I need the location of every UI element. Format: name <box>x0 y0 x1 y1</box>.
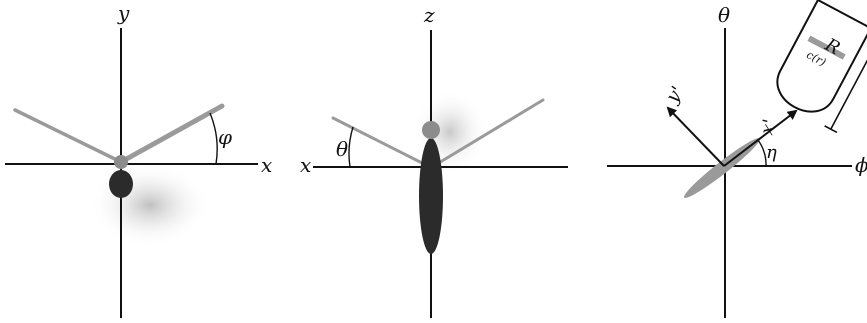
phi-axis-label: ϕ <box>855 153 867 177</box>
insect-head <box>422 121 440 139</box>
y-prime-axis <box>666 106 725 167</box>
y-prime-label: y' <box>662 82 688 107</box>
left-wing <box>13 108 123 164</box>
insect-body <box>419 138 443 254</box>
phi-angle-arc <box>209 112 218 165</box>
panel-top-view: y x φ <box>5 1 272 318</box>
chord-strip <box>807 35 846 60</box>
left-wing <box>331 116 432 169</box>
x-prime-label: x' <box>757 117 781 137</box>
x-prime-axis <box>723 109 798 167</box>
theta-axis-label: θ <box>718 3 730 27</box>
wing-planform-inset: c(r) <box>776 0 867 134</box>
x-axis-label: x <box>261 153 272 177</box>
wing-section <box>683 138 761 198</box>
radius-tick-bottom <box>824 125 838 134</box>
insect-head <box>114 155 128 169</box>
panel-side-view: z x θ <box>300 3 568 318</box>
right-wing <box>430 98 545 169</box>
x-axis-label: x <box>300 153 311 177</box>
phi-label: φ <box>218 125 232 149</box>
insect-body <box>109 170 133 198</box>
theta-label: θ <box>336 137 348 161</box>
panel-wing-frame: θ ϕ y' x' η c(r) R <box>607 0 867 318</box>
theta-angle-arc <box>348 126 354 168</box>
shadow-glow <box>90 163 210 247</box>
eta-angle-arc <box>757 139 767 167</box>
z-axis-label: z <box>423 3 435 27</box>
right-wing <box>118 103 225 165</box>
eta-label: η <box>766 142 777 163</box>
wing-planform-outline <box>776 0 867 113</box>
y-axis-label: y <box>117 1 130 25</box>
radius-dimension-line <box>830 33 867 130</box>
